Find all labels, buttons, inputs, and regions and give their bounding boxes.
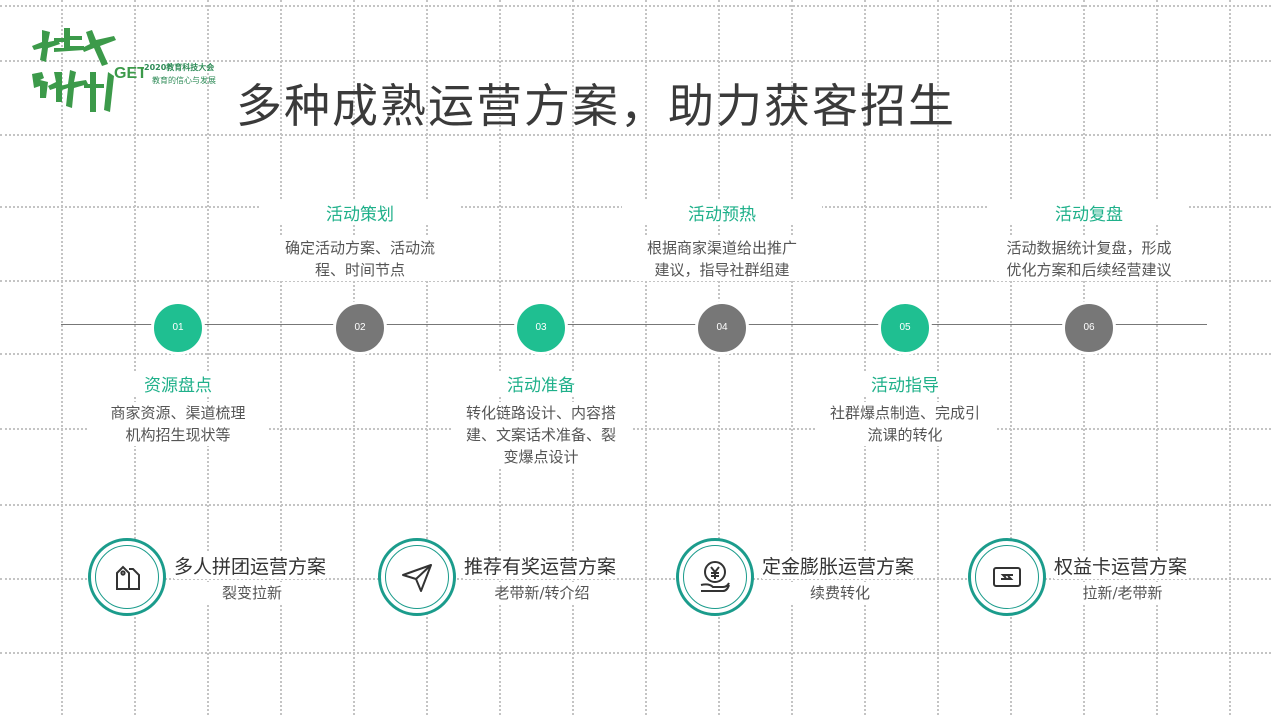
card-icon [968, 538, 1046, 616]
svg-text:GET: GET [114, 65, 144, 82]
plan-card: 多人拼团运营方案裂变拉新 [88, 538, 338, 618]
plan-title: 定金膨胀运营方案 [762, 552, 915, 579]
plan-subtitle: 续费转化 [762, 582, 918, 603]
timeline-step-description: 社群爆点制造、完成引流课的转化 [815, 402, 995, 446]
plan-subtitle: 拉新/老带新 [1054, 582, 1191, 603]
conference-logo: GET 2020教育科技大会 教育的信心与发展 [24, 22, 234, 122]
timeline-node-01: 01 [151, 301, 205, 355]
description-line: 活动数据统计复盘，形成 [1006, 239, 1172, 257]
description-line: 变爆点设计 [503, 448, 579, 466]
description-line: 确定活动方案、活动流 [284, 239, 435, 257]
timeline-line [61, 324, 1207, 325]
description-line: 建议，指导社群组建 [654, 261, 790, 279]
description-line: 商家资源、渠道梳理 [110, 404, 246, 422]
plan-subtitle: 老带新/转介绍 [464, 582, 620, 603]
plan-subtitle: 裂变拉新 [174, 582, 330, 603]
timeline-node-03: 03 [514, 301, 568, 355]
timeline-step-description: 活动数据统计复盘，形成优化方案和后续经营建议 [994, 237, 1184, 281]
timeline-step-title: 活动策划 [260, 200, 460, 225]
description-line: 流课的转化 [867, 426, 943, 444]
timeline-step-description: 根据商家渠道给出推广建议，指导社群组建 [632, 237, 812, 281]
timeline-step-title: 活动准备 [441, 371, 641, 396]
plan-card: 推荐有奖运营方案老带新/转介绍 [378, 538, 628, 618]
page-title: 多种成熟运营方案，助力获客招生 [236, 79, 956, 133]
timeline-step-title: 资源盘点 [78, 371, 278, 396]
timeline-step-description: 转化链路设计、内容搭建、文案话术准备、裂变爆点设计 [451, 402, 631, 468]
timeline-step-description: 商家资源、渠道梳理机构招生现状等 [88, 402, 268, 446]
timeline-node-02: 02 [333, 301, 387, 355]
timeline-node-04: 04 [695, 301, 749, 355]
tags-icon [88, 538, 166, 616]
description-line: 优化方案和后续经营建议 [1006, 261, 1172, 279]
description-line: 程、时间节点 [314, 261, 405, 279]
plan-card: 定金膨胀运营方案续费转化 [676, 538, 926, 618]
yuan-coin-hand-icon [676, 538, 754, 616]
timeline-node-05: 05 [878, 301, 932, 355]
timeline-step-title: 活动复盘 [989, 200, 1189, 225]
plan-title: 多人拼团运营方案 [174, 552, 327, 579]
description-line: 社群爆点制造、完成引 [829, 404, 980, 422]
timeline-node-06: 06 [1062, 301, 1116, 355]
plan-title: 推荐有奖运营方案 [464, 552, 617, 579]
description-line: 转化链路设计、内容搭 [465, 404, 616, 422]
timeline-step-title: 活动指导 [805, 371, 1005, 396]
timeline-step-description: 确定活动方案、活动流程、时间节点 [270, 237, 450, 281]
plan-card: 权益卡运营方案拉新/老带新 [968, 538, 1218, 618]
logo-event-name: 2020教育科技大会 [144, 63, 215, 72]
timeline-step-title: 活动预热 [622, 200, 822, 225]
logo-tagline: 教育的信心与发展 [152, 76, 216, 85]
calligraphy-logo-art: GET [32, 28, 144, 112]
plan-title: 权益卡运营方案 [1054, 552, 1188, 579]
description-line: 根据商家渠道给出推广 [646, 239, 797, 257]
description-line: 机构招生现状等 [125, 426, 231, 444]
paper-plane-icon [378, 538, 456, 616]
description-line: 建、文案话术准备、裂 [465, 426, 616, 444]
